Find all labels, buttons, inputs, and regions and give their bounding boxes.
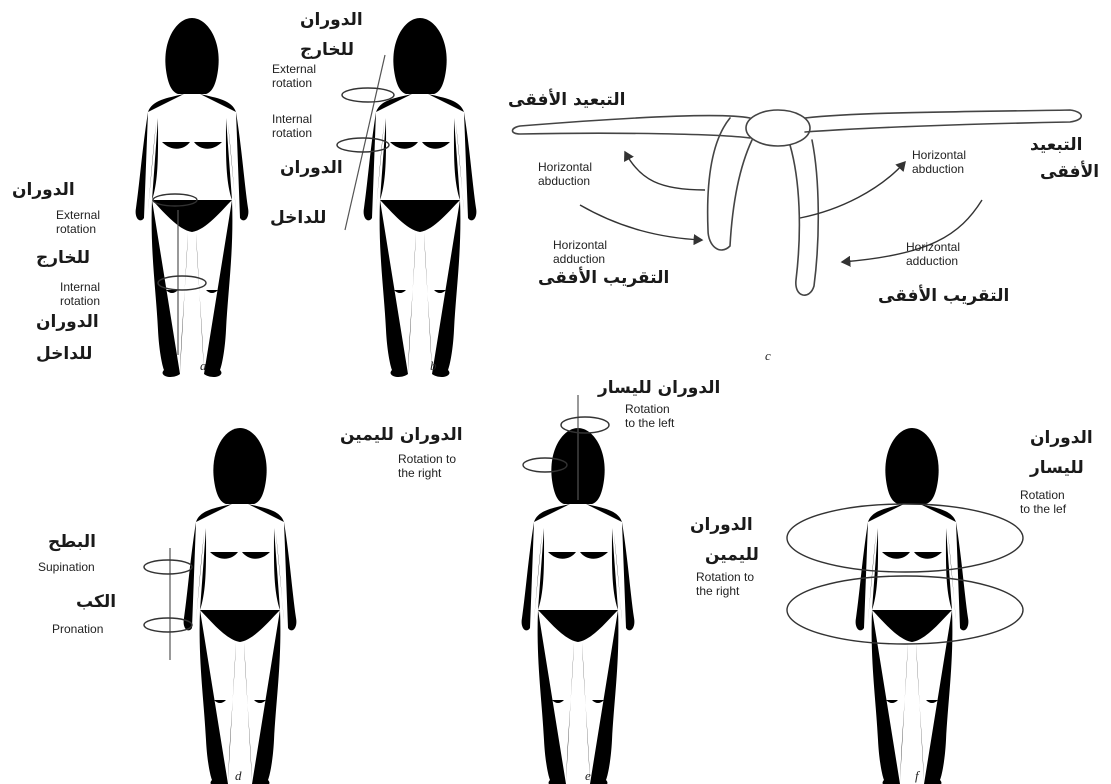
e-right-en: Rotation to the right xyxy=(398,452,456,480)
c-abduction-right-ar2: الأفقى xyxy=(1040,162,1099,182)
f-right-ar2: لليمين xyxy=(705,545,759,565)
b-internal-en: Internal rotation xyxy=(272,112,312,140)
e-left-ar: الدوران لليسار xyxy=(598,378,720,398)
figure-d xyxy=(184,428,297,784)
d-supination-en: Supination xyxy=(38,560,95,574)
b-external-en: External rotation xyxy=(272,62,316,90)
figure-a xyxy=(136,18,249,377)
c-adduction-left-en: Horizontal adduction xyxy=(553,238,607,266)
a-external-ar: الدوران xyxy=(12,180,75,200)
d-supination-ar: البطح xyxy=(48,532,96,552)
c-abduction-left-en: Horizontal abduction xyxy=(538,160,592,188)
b-external-ar2: للخارج xyxy=(300,40,354,60)
f-letter: f xyxy=(915,768,919,784)
figure-b xyxy=(364,18,477,377)
c-abduction-left-ar: التبعيد الأفقى xyxy=(508,90,625,110)
f-right-en: Rotation to the right xyxy=(696,570,754,598)
b-letter: b xyxy=(430,358,437,374)
a-external-en: External rotation xyxy=(56,208,100,236)
d-letter: d xyxy=(235,768,242,784)
arrow-abduction-left xyxy=(625,152,705,190)
f-left-ar2: لليسار xyxy=(1030,458,1084,478)
figure-d-supination xyxy=(144,560,192,574)
e-right-ar: الدوران لليمين xyxy=(340,425,463,445)
a-internal-en: Internal rotation xyxy=(60,280,100,308)
figure-f xyxy=(856,428,969,784)
b-internal-ar2: للداخل xyxy=(270,208,326,228)
c-adduction-left-ar: التقريب الأفقى xyxy=(538,268,669,288)
f-right-ar: الدوران xyxy=(690,515,753,535)
a-internal-ar: الدوران xyxy=(36,312,99,332)
c-abduction-right-ar: التبعيد xyxy=(1030,135,1082,155)
f-left-ar: الدوران xyxy=(1030,428,1093,448)
c-abduction-right-en: Horizontal abduction xyxy=(912,148,966,176)
b-internal-ar: الدوران xyxy=(280,158,343,178)
e-letter: e xyxy=(585,768,591,784)
c-adduction-right-en: Horizontal adduction xyxy=(906,240,960,268)
arrow-adduction-left xyxy=(580,205,702,240)
a-letter: a xyxy=(200,358,207,374)
figure-b-external-rotation xyxy=(342,88,394,102)
d-pronation-en: Pronation xyxy=(52,622,103,636)
a-external-ar2: للخارج xyxy=(36,248,90,268)
c-adduction-right-ar: التقريب الأفقى xyxy=(878,286,1009,306)
c-letter: c xyxy=(765,348,771,364)
d-pronation-ar: الكب xyxy=(76,592,116,612)
f-left-en: Rotation to the lef xyxy=(1020,488,1066,516)
figure-f-rotation-left xyxy=(787,504,1023,572)
a-internal-ar2: للداخل xyxy=(36,344,92,364)
e-left-en: Rotation to the left xyxy=(625,402,674,430)
b-external-ar: الدوران xyxy=(300,10,363,30)
